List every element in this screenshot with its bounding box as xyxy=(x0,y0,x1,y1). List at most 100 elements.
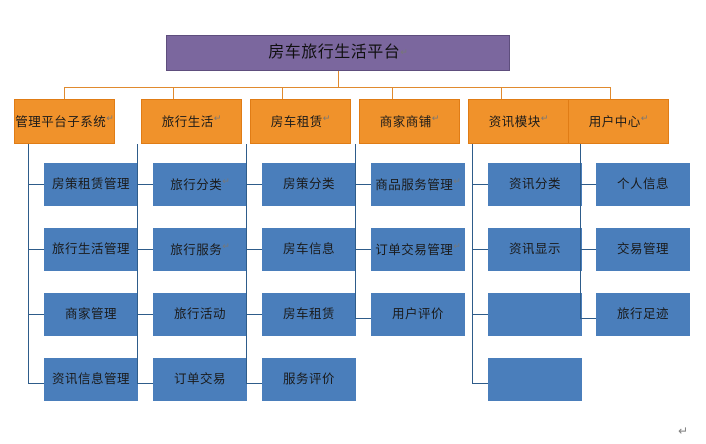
connector-category-stub-4 xyxy=(392,87,393,99)
connector-branch-c1-r2 xyxy=(28,249,44,250)
leaf-node-c3-r2[interactable]: 房车信息 xyxy=(262,228,356,271)
leaf-node-c2-r1[interactable]: 旅行分类↵ xyxy=(153,163,247,206)
connector-branch-c4-r1 xyxy=(355,184,371,185)
leaf-node-c4-r2-label: 订单交易管理 xyxy=(375,242,454,257)
leaf-node-c2-r4[interactable]: 订单交易 xyxy=(153,358,247,401)
root-node-platform[interactable]: 房车旅行生活平台↵ xyxy=(166,35,510,71)
category-node-5[interactable]: 资讯模块↵ xyxy=(468,99,569,144)
connector-category-stub-1 xyxy=(64,87,65,99)
leaf-node-c5-r3[interactable] xyxy=(488,293,582,336)
connector-branch-c1-r4 xyxy=(28,383,44,384)
leaf-node-c6-r3[interactable]: 旅行足迹 xyxy=(596,293,690,336)
document-paragraph-mark: ↵ xyxy=(678,424,689,438)
connector-spine-col-4 xyxy=(355,144,356,319)
leaf-node-c5-r1[interactable]: 资讯分类 xyxy=(488,163,582,206)
leaf-node-c3-r4[interactable]: 服务评价 xyxy=(262,358,356,401)
leaf-node-c2-r2-label: 旅行服务 xyxy=(170,242,223,257)
category-node-1-label: 管理平台子系统 xyxy=(15,114,107,129)
connector-branch-c6-r2 xyxy=(580,249,596,250)
connector-spine-col-2 xyxy=(137,144,138,384)
leaf-node-c4-r2-paragraph-mark: ↵ xyxy=(453,240,461,251)
connector-spine-col-5 xyxy=(472,144,473,384)
leaf-node-c3-r3[interactable]: 房车租赁 xyxy=(262,293,356,336)
leaf-node-c3-r1-label: 房策分类 xyxy=(282,176,335,191)
category-node-1-paragraph-mark: ↵ xyxy=(106,112,114,123)
leaf-node-c2-r2-paragraph-mark: ↵ xyxy=(222,240,230,251)
root-node-paragraph-mark: ↵ xyxy=(400,47,408,58)
category-node-6-label: 用户中心 xyxy=(588,114,641,129)
leaf-node-c6-r1[interactable]: 个人信息 xyxy=(596,163,690,206)
connector-category-stub-5 xyxy=(501,87,502,99)
connector-branch-c4-r2 xyxy=(355,249,371,250)
category-node-6[interactable]: 用户中心↵ xyxy=(568,99,669,144)
category-node-4-label: 商家商铺 xyxy=(379,114,432,129)
connector-branch-c2-r1 xyxy=(137,184,153,185)
connector-branch-c4-r3 xyxy=(355,318,371,319)
connector-branch-c2-r2 xyxy=(137,249,153,250)
leaf-node-c3-r4-label: 服务评价 xyxy=(282,371,335,386)
connector-branch-c5-r4 xyxy=(472,383,488,384)
leaf-node-c1-r1[interactable]: 房策租赁管理 xyxy=(44,163,138,206)
connector-branch-c3-r3 xyxy=(246,314,262,315)
connector-branch-c3-r4 xyxy=(246,383,262,384)
leaf-node-c1-r4-label: 资讯信息管理 xyxy=(51,371,130,386)
connector-branch-c5-r2 xyxy=(472,249,488,250)
connector-branch-c5-r3 xyxy=(472,314,488,315)
leaf-node-c1-r3-label: 商家管理 xyxy=(64,306,117,321)
category-node-2-paragraph-mark: ↵ xyxy=(213,112,222,123)
leaf-node-c1-r4[interactable]: 资讯信息管理 xyxy=(44,358,138,401)
leaf-node-c4-r1-label: 商品服务管理 xyxy=(375,177,454,192)
connector-branch-c2-r4 xyxy=(137,383,153,384)
leaf-node-c3-r2-label: 房车信息 xyxy=(282,241,335,256)
connector-category-bus xyxy=(64,87,610,88)
connector-spine-col-1 xyxy=(28,144,29,384)
leaf-node-c5-r2[interactable]: 资讯显示 xyxy=(488,228,582,271)
connector-spine-col-3 xyxy=(246,144,247,384)
category-node-4-paragraph-mark: ↵ xyxy=(431,112,440,123)
connector-branch-c5-r1 xyxy=(472,184,488,185)
leaf-node-c2-r3[interactable]: 旅行活动 xyxy=(153,293,247,336)
leaf-node-c2-r3-label: 旅行活动 xyxy=(173,306,226,321)
leaf-node-c6-r2[interactable]: 交易管理 xyxy=(596,228,690,271)
category-node-4[interactable]: 商家商铺↵ xyxy=(359,99,460,144)
connector-branch-c3-r2 xyxy=(246,249,262,250)
category-node-3[interactable]: 房车租赁↵ xyxy=(250,99,351,144)
leaf-node-c4-r3-label: 用户评价 xyxy=(391,306,444,321)
leaf-node-c3-r1[interactable]: 房策分类 xyxy=(262,163,356,206)
connector-spine-col-6 xyxy=(580,144,581,319)
connector-category-stub-3 xyxy=(282,87,283,99)
leaf-node-c1-r2[interactable]: 旅行生活管理 xyxy=(44,228,138,271)
leaf-node-c5-r1-label: 资讯分类 xyxy=(508,176,561,191)
connector-branch-c1-r3 xyxy=(28,314,44,315)
category-node-5-paragraph-mark: ↵ xyxy=(540,112,549,123)
root-node-label: 房车旅行生活平台 xyxy=(268,44,401,61)
leaf-node-c4-r3[interactable]: 用户评价 xyxy=(371,293,465,336)
leaf-node-c2-r4-label: 订单交易 xyxy=(173,371,226,386)
connector-category-stub-6 xyxy=(610,87,611,99)
leaf-node-c6-r3-label: 旅行足迹 xyxy=(616,306,669,321)
connector-category-stub-2 xyxy=(173,87,174,99)
leaf-node-c1-r2-label: 旅行生活管理 xyxy=(51,241,130,256)
leaf-node-c6-r2-label: 交易管理 xyxy=(616,241,669,256)
leaf-node-c4-r2[interactable]: 订单交易管理↵ xyxy=(371,228,465,271)
connector-root-drop xyxy=(338,71,339,87)
leaf-node-c6-r1-label: 个人信息 xyxy=(616,176,669,191)
leaf-node-c1-r3[interactable]: 商家管理 xyxy=(44,293,138,336)
connector-branch-c6-r1 xyxy=(580,184,596,185)
category-node-3-paragraph-mark: ↵ xyxy=(322,112,331,123)
category-node-3-label: 房车租赁 xyxy=(270,114,323,129)
category-node-2-label: 旅行生活 xyxy=(161,114,214,129)
leaf-node-c4-r1[interactable]: 商品服务管理↵ xyxy=(371,163,465,206)
category-node-2[interactable]: 旅行生活↵ xyxy=(141,99,242,144)
connector-branch-c2-r3 xyxy=(137,314,153,315)
category-node-1[interactable]: 管理平台子系统↵ xyxy=(14,99,115,144)
connector-branch-c6-r3 xyxy=(580,318,596,319)
leaf-node-c5-r4[interactable] xyxy=(488,358,582,401)
category-node-5-label: 资讯模块 xyxy=(488,114,541,129)
connector-branch-c3-r1 xyxy=(246,184,262,185)
leaf-node-c2-r2[interactable]: 旅行服务↵ xyxy=(153,228,247,271)
leaf-node-c2-r1-label: 旅行分类 xyxy=(170,177,223,192)
leaf-node-c3-r3-label: 房车租赁 xyxy=(282,306,335,321)
leaf-node-c2-r1-paragraph-mark: ↵ xyxy=(222,175,230,186)
